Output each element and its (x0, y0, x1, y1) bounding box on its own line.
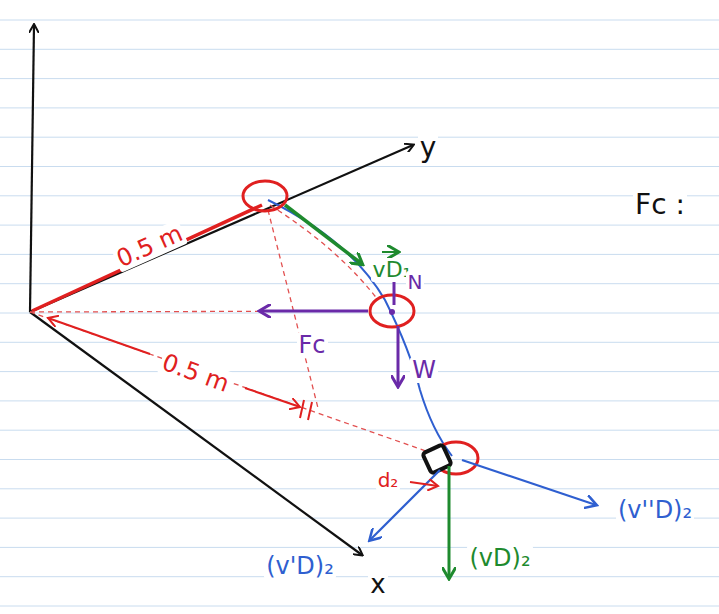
dimension-label: 0.5 m (157, 348, 235, 398)
ruled-line (0, 283, 719, 284)
ruled-line (0, 576, 719, 577)
ruled-line (0, 488, 719, 489)
ruled-line (0, 400, 719, 401)
force-label: W (410, 357, 438, 383)
ruled-line (0, 195, 719, 196)
ruled-line (0, 547, 719, 548)
dimension-label: d₂ (376, 469, 401, 491)
ruled-line (0, 342, 719, 343)
ruled-line (0, 225, 719, 226)
dimension-label: 0.5 m (111, 219, 189, 273)
force-label: N (406, 271, 425, 293)
velocity-label: (vD)₂ (467, 545, 532, 571)
note-text: Fc : (633, 190, 687, 221)
ruled-line (0, 49, 719, 50)
ruled-line (0, 459, 719, 460)
ruled-line (0, 313, 719, 314)
ruled-line (0, 254, 719, 255)
velocity-label: (v''D)₂ (616, 497, 694, 523)
force-label: Fc (297, 332, 328, 358)
ruled-line (0, 107, 719, 108)
ruled-line (0, 518, 719, 519)
ruled-line (0, 166, 719, 167)
axis-label: y (418, 133, 439, 164)
ruled-line (0, 371, 719, 372)
ruled-line (0, 20, 719, 21)
ruled-line (0, 78, 719, 79)
ruled-line (0, 606, 719, 607)
velocity-label: (v'D)₂ (264, 553, 336, 579)
ruled-line (0, 137, 719, 138)
ruled-line (0, 430, 719, 431)
axis-label: x (368, 570, 387, 599)
